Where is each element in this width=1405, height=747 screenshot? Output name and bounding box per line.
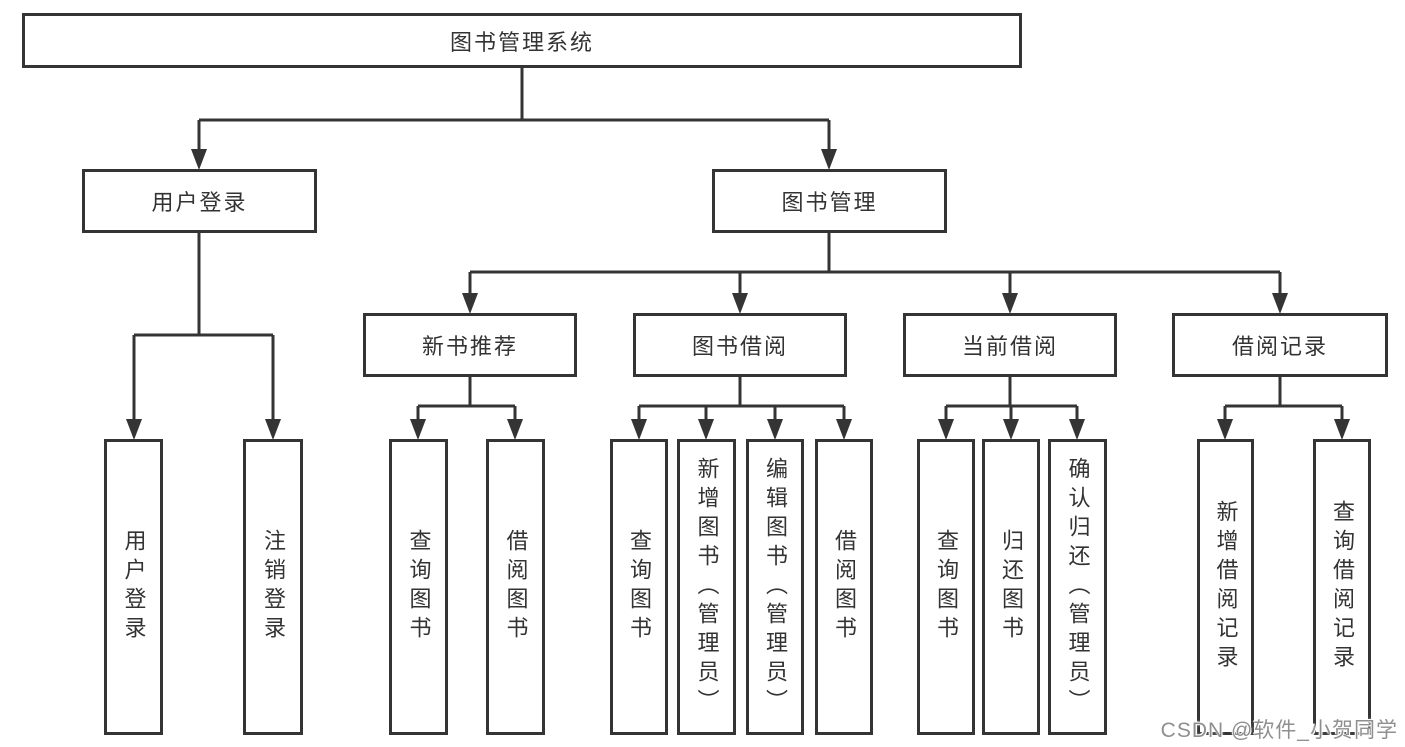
leaf-borrow-books-label: 借阅图书 [832, 529, 857, 645]
node-root: 图书管理系统 [22, 13, 1022, 68]
node-new-book-recommend-label: 新书推荐 [421, 334, 518, 359]
node-user-login-label: 用户登录 [151, 190, 248, 215]
leaf-recommend-query-books: 查询图书 [389, 439, 448, 735]
leaf-user-login-label: 用户登录 [121, 529, 147, 645]
leaf-logout: 注销登录 [243, 439, 303, 735]
node-current-borrowing: 当前借阅 [903, 313, 1117, 377]
leaf-return-books-label: 归还图书 [999, 529, 1024, 645]
node-book-borrowing: 图书借阅 [633, 313, 847, 377]
node-book-borrowing-label: 图书借阅 [691, 334, 788, 359]
leaf-add-books-admin: 新增图书（管理员） [677, 439, 736, 735]
leaf-borrow-query-books-label: 查询图书 [627, 529, 652, 645]
leaf-query-borrow-record-label: 查询借阅记录 [1330, 500, 1355, 674]
node-borrow-records-label: 借阅记录 [1231, 334, 1328, 359]
leaf-current-query-books: 查询图书 [917, 439, 975, 735]
leaf-borrow-books: 借阅图书 [815, 439, 873, 735]
leaf-add-books-admin-label: 新增图书（管理员） [694, 456, 720, 718]
leaf-user-login: 用户登录 [104, 439, 163, 735]
leaf-confirm-return-admin: 确认归还（管理员） [1048, 439, 1107, 735]
leaf-edit-books-admin: 编辑图书（管理员） [746, 439, 804, 735]
leaf-edit-books-admin-label: 编辑图书（管理员） [763, 456, 788, 718]
csdn-watermark: CSDN @软件_小贺同学 [1160, 719, 1398, 742]
node-new-book-recommend: 新书推荐 [363, 313, 577, 377]
leaf-recommend-borrow-books: 借阅图书 [486, 439, 545, 735]
leaf-add-borrow-record-label: 新增借阅记录 [1213, 500, 1239, 674]
leaf-logout-label: 注销登录 [261, 529, 286, 645]
leaf-recommend-query-books-label: 查询图书 [406, 529, 432, 645]
leaf-recommend-borrow-books-label: 借阅图书 [503, 529, 529, 645]
leaf-confirm-return-admin-label: 确认归还（管理员） [1065, 456, 1091, 718]
node-user-login: 用户登录 [82, 169, 317, 233]
leaf-borrow-query-books: 查询图书 [610, 439, 668, 735]
leaf-query-borrow-record: 查询借阅记录 [1313, 439, 1371, 735]
node-current-borrowing-label: 当前借阅 [961, 334, 1058, 359]
leaf-return-books: 归还图书 [982, 439, 1040, 735]
node-borrow-records: 借阅记录 [1172, 313, 1388, 377]
node-root-label: 图书管理系统 [449, 29, 594, 55]
node-book-management-label: 图书管理 [781, 190, 878, 215]
node-book-management: 图书管理 [712, 169, 947, 233]
leaf-current-query-books-label: 查询图书 [934, 529, 959, 645]
leaf-add-borrow-record: 新增借阅记录 [1197, 439, 1254, 735]
